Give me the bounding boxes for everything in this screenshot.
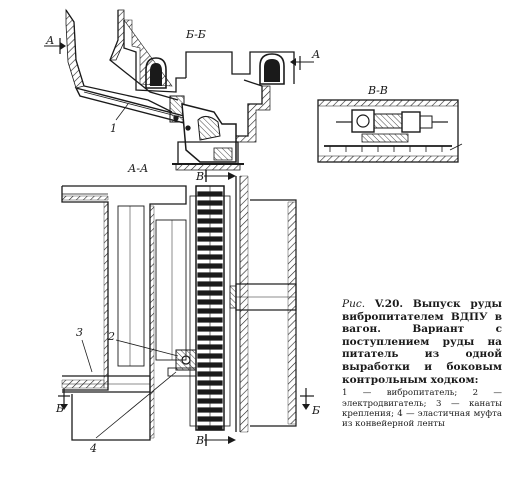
- feeder-rib: [197, 425, 223, 431]
- section-vv-title: В-В: [367, 84, 388, 97]
- feeder-rib: [197, 272, 223, 278]
- cut-mark-v-bottom: В: [195, 434, 204, 447]
- section-vv-view: [317, 99, 463, 163]
- feeder-rib: [197, 227, 223, 233]
- section-aa-title: А-А: [127, 162, 148, 175]
- callout-4: 4: [89, 442, 97, 455]
- feeder-rib: [197, 344, 223, 350]
- feeder-rib: [197, 407, 223, 413]
- figure-title: Выпуск руды вибропитателем ВДПУ в вагон.…: [342, 298, 502, 386]
- cut-mark-v-top: В: [195, 170, 204, 183]
- feeder-rib: [197, 200, 223, 206]
- feeder-rib: [197, 209, 223, 215]
- cut-mark-a-left: А: [45, 34, 54, 47]
- feeder-rib: [197, 362, 223, 368]
- feeder-rib: [197, 218, 223, 224]
- cut-mark-b-right: Б: [311, 404, 320, 417]
- figure-prefix: Рис.: [342, 298, 366, 310]
- feeder-rib: [197, 353, 223, 359]
- feeder-rib: [197, 236, 223, 242]
- feeder-rib: [197, 290, 223, 296]
- cut-mark-a-right: А: [311, 48, 320, 61]
- figure-number: V.20.: [374, 298, 404, 310]
- feeder-rib: [197, 254, 223, 260]
- section-bb-view: [44, 8, 314, 171]
- figure-caption: Рис. V.20. Выпуск руды вибропитателем ВД…: [342, 298, 502, 430]
- feeder-rib: [197, 335, 223, 341]
- callout-3: 3: [76, 326, 83, 339]
- feeder-rib: [197, 371, 223, 377]
- callout-1: 1: [110, 122, 117, 135]
- feeder-rib: [197, 326, 223, 332]
- section-aa-view: [58, 170, 314, 446]
- feeder-rib: [197, 263, 223, 269]
- feeder-rib: [197, 380, 223, 386]
- figure-legend: 1 — вибропитатель; 2 — электродвигатель;…: [342, 388, 502, 430]
- feeder-rib: [197, 317, 223, 323]
- feeder-ribs: [197, 191, 223, 431]
- feeder-rib: [197, 245, 223, 251]
- feeder-rib: [197, 299, 223, 305]
- feeder-rib: [197, 191, 223, 197]
- cut-mark-b-left: Б: [55, 402, 64, 415]
- caption-title-block: Рис. V.20. Выпуск руды вибропитателем ВД…: [342, 298, 502, 386]
- feeder-rib: [197, 416, 223, 422]
- section-bb-title: Б-Б: [185, 28, 206, 41]
- callout-2: 2: [107, 330, 115, 343]
- feeder-rib: [197, 281, 223, 287]
- feeder-rib: [197, 398, 223, 404]
- feeder-rib: [197, 389, 223, 395]
- feeder-rib: [197, 308, 223, 314]
